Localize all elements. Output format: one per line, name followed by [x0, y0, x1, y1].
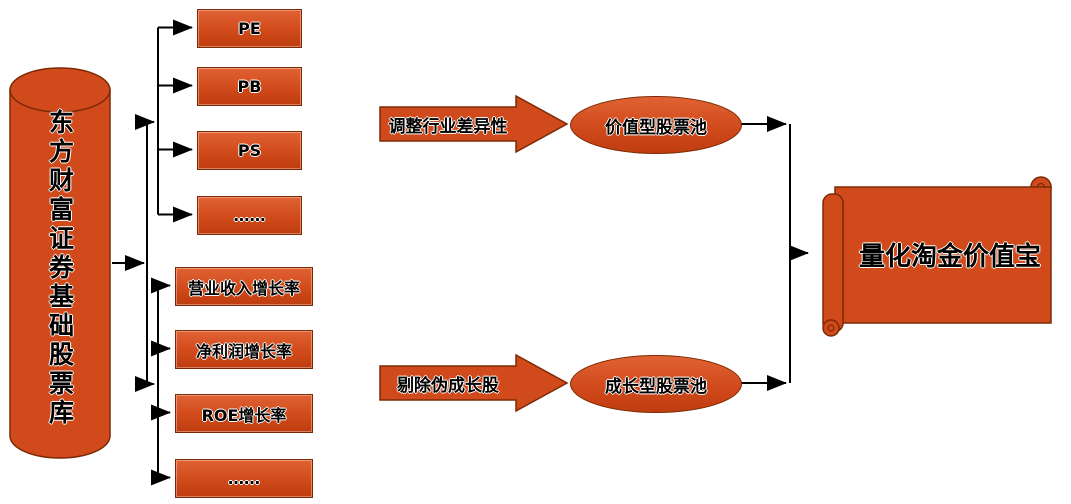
- value-factor-label: PS: [237, 141, 262, 160]
- value-factor-label: PE: [238, 19, 261, 38]
- value-factor-box: PS: [197, 131, 302, 170]
- growth-pool-ellipse: 成长型股票池: [570, 355, 742, 413]
- growth-factor-box: 营业收入增长率: [175, 267, 313, 306]
- value-factor-box: ……: [197, 196, 302, 235]
- growth-factor-label: ROE增长率: [201, 405, 287, 425]
- value-factor-label: ……: [233, 206, 266, 225]
- growth-factor-box: ……: [175, 459, 313, 498]
- growth-factor-label: 营业收入增长率: [187, 278, 300, 298]
- cylinder-shape: [9, 67, 111, 459]
- block-arrow-shape: [379, 353, 569, 413]
- scroll-shape: [822, 176, 1052, 337]
- value-process-label: 调整行业差异性: [388, 116, 508, 137]
- value-factor-label: PB: [237, 77, 262, 96]
- value-factor-box: PE: [197, 9, 302, 48]
- growth-factor-box: 净利润增长率: [175, 330, 313, 369]
- source-database-label: 东方财富证券基础股票库: [45, 108, 75, 428]
- block-arrow-shape: [379, 94, 569, 154]
- growth-factor-label: ……: [228, 469, 260, 488]
- output-label: 量化淘金价值宝: [858, 241, 1041, 272]
- value-factor-box: PB: [197, 67, 302, 106]
- growth-factor-box: ROE增长率: [175, 394, 313, 433]
- growth-factor-label: 净利润增长率: [195, 341, 292, 361]
- value-pool-label: 价值型股票池: [605, 117, 707, 138]
- growth-process-label: 剔除伪成长股: [397, 375, 499, 396]
- value-process-arrow: 调整行业差异性: [379, 94, 569, 154]
- growth-pool-label: 成长型股票池: [605, 376, 707, 397]
- output-scroll: 量化淘金价值宝: [815, 170, 1067, 340]
- value-pool-ellipse: 价值型股票池: [570, 96, 742, 154]
- source-database-cylinder: 东方财富证券基础股票库: [8, 66, 112, 460]
- growth-process-arrow: 剔除伪成长股: [379, 353, 569, 413]
